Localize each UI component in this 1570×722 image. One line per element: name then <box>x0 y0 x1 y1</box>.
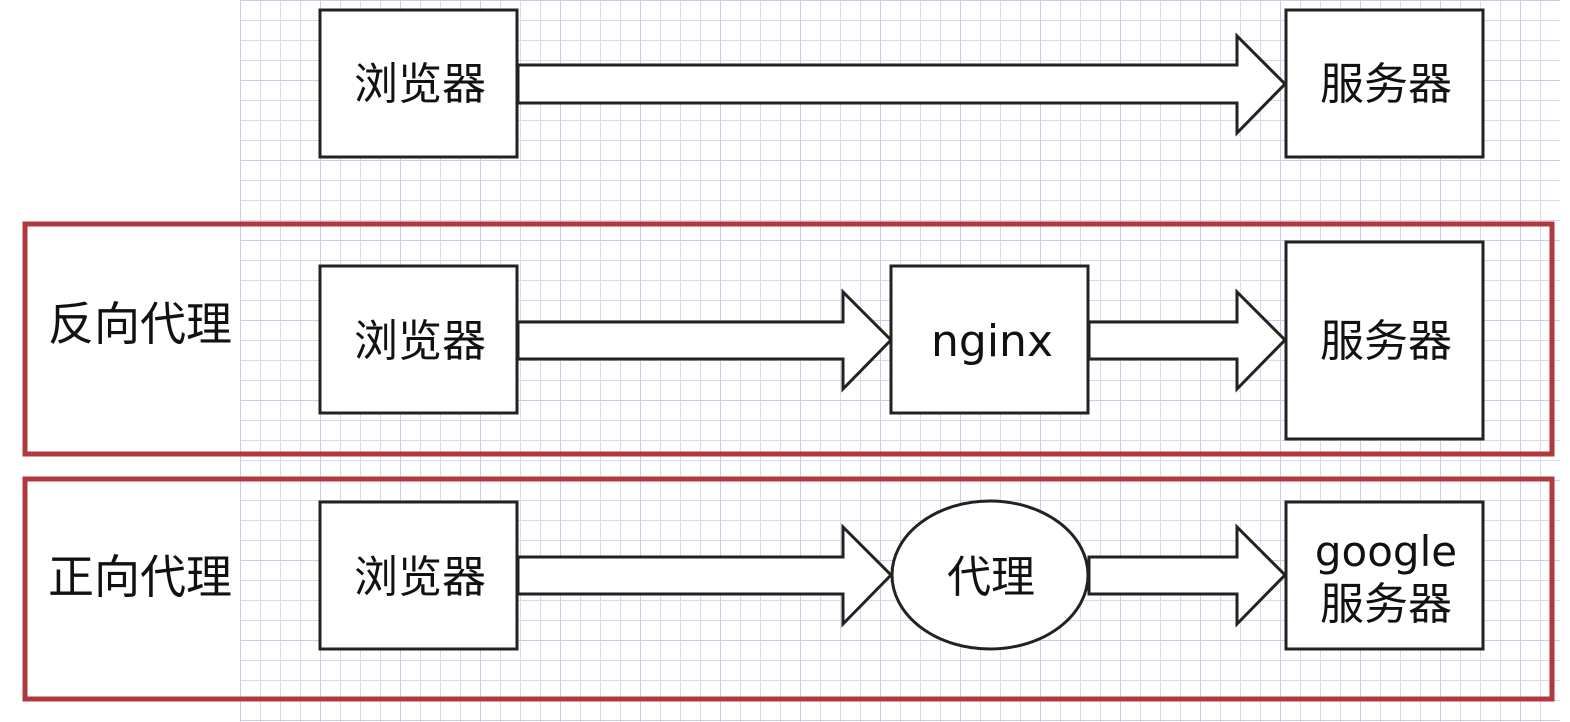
reverse-proxy-node-label: nginx <box>931 316 1053 367</box>
reverse-server-label: 服务器 <box>1320 316 1452 367</box>
reverse-proxy-label: 反向代理 <box>48 297 232 351</box>
forward-browser-label: 浏览器 <box>354 552 486 603</box>
reverse-proxy-section <box>22 221 1555 457</box>
reverse-browser-label: 浏览器 <box>354 316 486 367</box>
direct-browser-label: 浏览器 <box>354 59 486 110</box>
forward-server-label-line2: 服务器 <box>1320 579 1452 630</box>
forward-browser-node <box>318 500 519 651</box>
reverse-arrow-2 <box>1087 288 1288 393</box>
reverse-browser-node <box>318 264 519 415</box>
reverse-arrow-1 <box>516 288 894 393</box>
forward-arrow-1 <box>516 523 894 628</box>
forward-arrow-2 <box>1087 523 1288 628</box>
direct-server-label: 服务器 <box>1320 59 1452 110</box>
forward-proxy-section <box>22 476 1555 702</box>
forward-proxy-label: 正向代理 <box>48 550 232 604</box>
reverse-proxy-node <box>889 264 1090 415</box>
direct-browser-node <box>318 8 519 159</box>
direct-server-node <box>1284 8 1485 159</box>
forward-proxy-node-label: 代理 <box>947 552 1035 603</box>
direct-arrow <box>516 32 1288 137</box>
forward-server-node <box>1284 500 1485 651</box>
reverse-server-node <box>1284 240 1485 441</box>
forward-server-label-line1: google <box>1315 527 1457 576</box>
